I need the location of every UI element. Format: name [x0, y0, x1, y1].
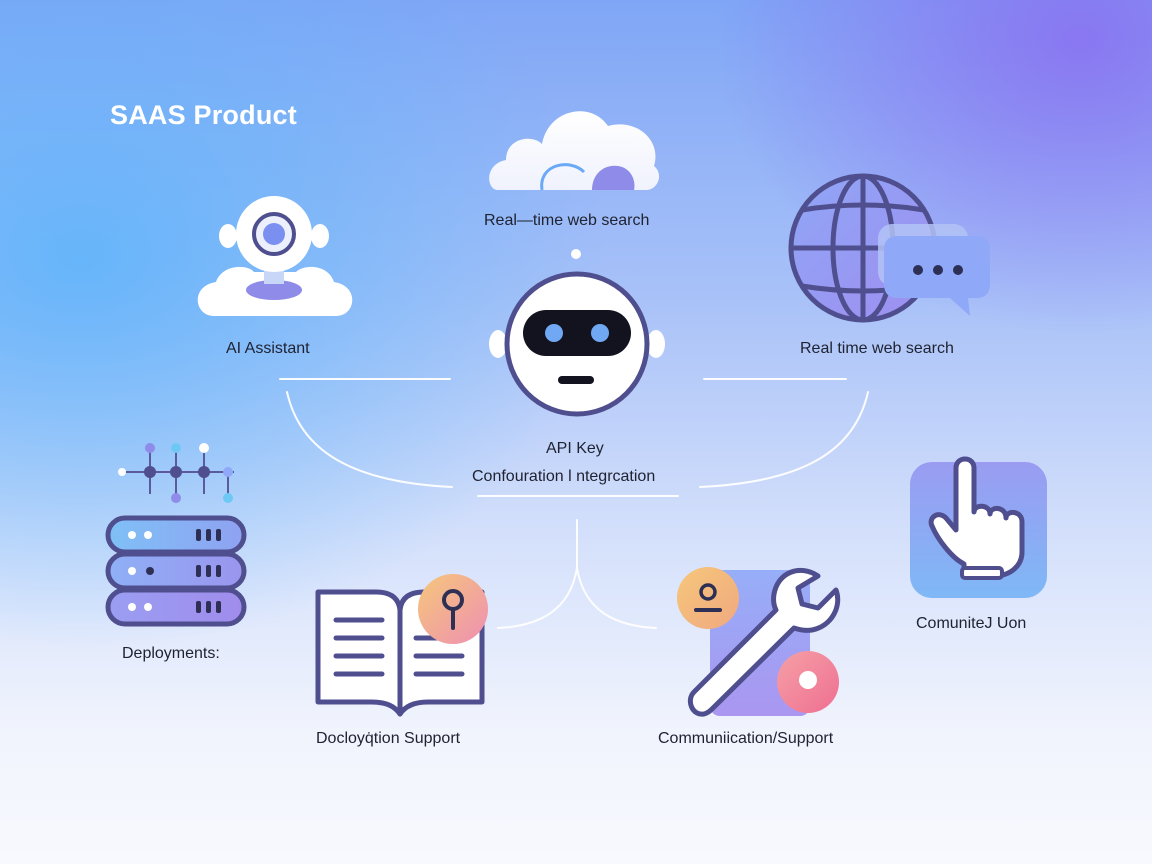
connector-dot — [571, 249, 581, 259]
status-circle — [776, 650, 840, 714]
key-icon — [416, 572, 490, 646]
config-integration-label: Confouration l ntegrcation — [472, 468, 656, 485]
robot-icon — [488, 270, 666, 418]
communication-label: Communiication/Support — [658, 730, 834, 747]
page-title: SAAS Product — [110, 100, 297, 130]
webcam-icon — [192, 194, 357, 319]
server-stack-icon — [104, 514, 254, 630]
chat-bubble-icon — [872, 220, 994, 320]
center-top-label: Real—time web search — [484, 212, 650, 229]
user-icon — [676, 566, 740, 630]
right-top-label: Real time web search — [800, 340, 954, 357]
pointer-hand-icon — [910, 448, 1050, 600]
cloud-icon — [486, 98, 661, 194]
api-key-label: API Key — [546, 440, 604, 457]
network-nodes-icon — [118, 440, 238, 506]
deployments-label: Deployments: — [122, 645, 220, 662]
community-label: ComuniteJ Uon — [916, 615, 1027, 632]
ai-assistant-label: AI Assistant — [226, 340, 310, 357]
documentation-label: Docloyq̇tion Support — [316, 730, 461, 747]
